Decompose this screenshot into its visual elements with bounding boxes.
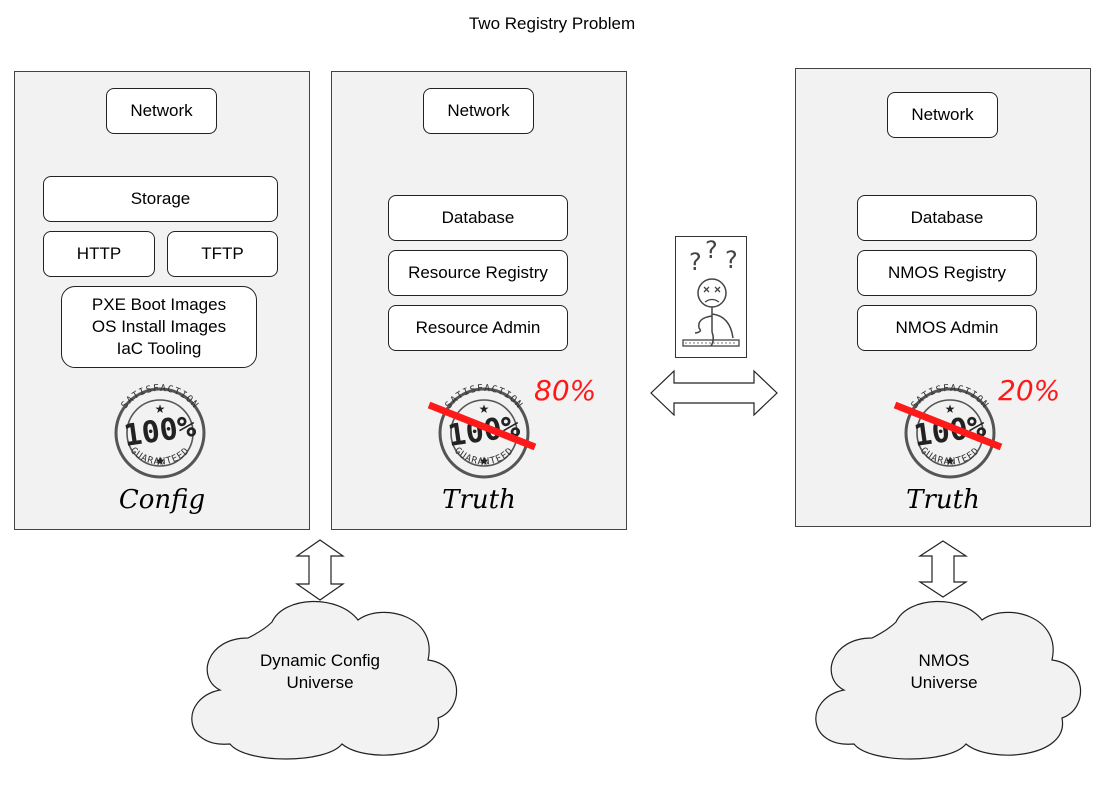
- cloud-left-line-1: Dynamic Config: [260, 651, 380, 670]
- cloud-icon: [191, 600, 458, 760]
- truth2-admin-box: NMOS Admin: [857, 305, 1037, 351]
- struck-seal-icon: SATISFACTION GUARANTEED 100% ★ ★: [427, 383, 537, 479]
- truth1-registry-box: Resource Registry: [388, 250, 568, 296]
- images-line-3: IaC Tooling: [116, 339, 202, 358]
- svg-text:★: ★: [155, 454, 166, 468]
- satisfaction-seal-icon: SATISFACTION GUARANTEED 100% ★ ★: [114, 383, 206, 479]
- truth1-percent: 80%: [534, 374, 597, 407]
- svg-text:★: ★: [479, 454, 490, 468]
- svg-text:★: ★: [945, 402, 956, 416]
- svg-text:★: ★: [155, 402, 166, 416]
- cloud-right-line-1: NMOS: [918, 651, 970, 670]
- config-tftp-box: TFTP: [167, 231, 278, 277]
- cloud-left-label: Dynamic Config Universe: [176, 650, 464, 694]
- svg-text:?: ?: [725, 246, 738, 274]
- truth1-caption: Truth: [442, 485, 516, 515]
- cloud-icon: [815, 600, 1082, 760]
- cloud-right-label: NMOS Universe: [800, 650, 1088, 694]
- truth1-network-box: Network: [423, 88, 534, 134]
- images-line-2: OS Install Images: [91, 317, 227, 336]
- cloud-right-line-2: Universe: [910, 673, 978, 692]
- config-storage-box: Storage: [43, 176, 278, 222]
- cloud-left-line-2: Universe: [286, 673, 354, 692]
- truth2-caption: Truth: [906, 485, 980, 515]
- truth2-network-box: Network: [887, 92, 998, 138]
- images-line-1: PXE Boot Images: [91, 295, 227, 314]
- diagram-title: Two Registry Problem: [468, 14, 636, 33]
- svg-text:★: ★: [479, 402, 490, 416]
- struck-seal-icon: SATISFACTION GUARANTEED 100% ★ ★: [893, 383, 1003, 479]
- config-http-box: HTTP: [43, 231, 155, 277]
- config-images-box: PXE Boot Images OS Install Images IaC To…: [61, 286, 257, 368]
- double-arrow-icon: [295, 539, 345, 601]
- truth2-percent: 20%: [998, 374, 1061, 407]
- truth2-database-box: Database: [857, 195, 1037, 241]
- svg-text:★: ★: [945, 454, 956, 468]
- truth-panel-resource: [331, 71, 627, 530]
- truth2-registry-box: NMOS Registry: [857, 250, 1037, 296]
- svg-text:?: ?: [705, 236, 718, 264]
- truth-panel-nmos: [795, 68, 1091, 527]
- config-network-box: Network: [106, 88, 217, 134]
- double-arrow-icon: [650, 369, 778, 417]
- double-arrow-icon: [917, 540, 969, 598]
- strike-line: [427, 401, 537, 451]
- strike-line: [893, 401, 1003, 451]
- svg-text:?: ?: [689, 248, 702, 276]
- config-caption: Config: [118, 485, 206, 515]
- truth1-admin-box: Resource Admin: [388, 305, 568, 351]
- confused-stick-figure-icon: ? ? ?: [675, 236, 747, 358]
- truth1-database-box: Database: [388, 195, 568, 241]
